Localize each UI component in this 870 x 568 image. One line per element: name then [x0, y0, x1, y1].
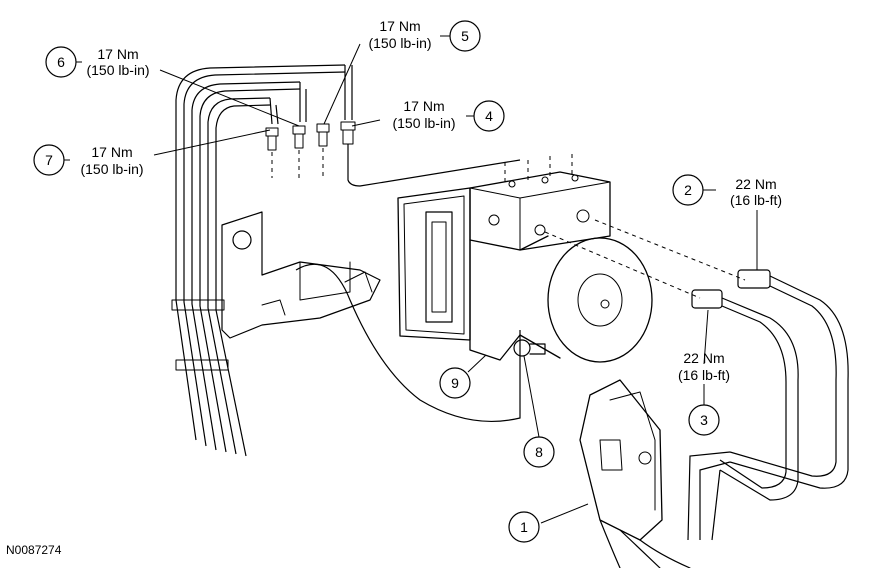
callout-6: 6 17 Nm (150 lb-in) [45, 46, 150, 78]
fitting-7 [265, 127, 279, 178]
torque-nm-2: 22 Nm [735, 176, 776, 192]
torque-nm-3: 22 Nm [683, 350, 724, 366]
svg-text:3: 3 [700, 412, 708, 428]
svg-text:5: 5 [461, 28, 469, 44]
torque-imperial-5: (150 lb-in) [368, 35, 431, 51]
callout-7: 7 17 Nm (150 lb-in) [33, 144, 144, 177]
fitting-4 [340, 121, 521, 187]
brake-tube-bundle [171, 64, 353, 457]
torque-nm-5: 17 Nm [379, 18, 420, 34]
right-brake-tubes [544, 219, 849, 541]
svg-text:2: 2 [684, 182, 692, 198]
fitting-5 [316, 123, 330, 176]
torque-nm-6: 17 Nm [97, 46, 138, 62]
wiring-harness-connector [579, 379, 691, 568]
callout-1: 1 [508, 511, 540, 543]
svg-text:8: 8 [535, 444, 543, 460]
fitting-3 [691, 289, 723, 309]
torque-nm-7: 17 Nm [91, 144, 132, 160]
torque-imperial-6: (150 lb-in) [86, 62, 149, 78]
svg-text:9: 9 [451, 375, 459, 391]
callout-9: 9 [439, 367, 471, 399]
torque-imperial-4: (150 lb-in) [392, 115, 455, 131]
tube-fittings [265, 121, 521, 187]
torque-nm-4: 17 Nm [403, 98, 444, 114]
leader-lines [64, 35, 758, 524]
torque-imperial-7: (150 lb-in) [80, 161, 143, 177]
svg-text:6: 6 [57, 54, 65, 70]
figure-id: N0087274 [6, 543, 62, 557]
svg-text:4: 4 [485, 108, 493, 124]
callout-5: 5 17 Nm (150 lb-in) [368, 18, 481, 52]
fitting-6 [292, 125, 306, 178]
mounting-bracket [221, 211, 521, 423]
svg-text:1: 1 [520, 519, 528, 535]
callout-8: 8 [523, 436, 555, 468]
callout-4: 4 17 Nm (150 lb-in) [392, 98, 505, 132]
torque-imperial-2: (16 lb-ft) [730, 192, 782, 208]
svg-text:7: 7 [45, 152, 53, 168]
callout-2: 2 22 Nm (16 lb-ft) [672, 174, 782, 208]
abs-hydraulic-control-unit [397, 152, 653, 363]
torque-imperial-3: (16 lb-ft) [678, 367, 730, 383]
callout-3: 3 22 Nm (16 lb-ft) [678, 350, 730, 436]
fitting-2 [737, 269, 771, 289]
